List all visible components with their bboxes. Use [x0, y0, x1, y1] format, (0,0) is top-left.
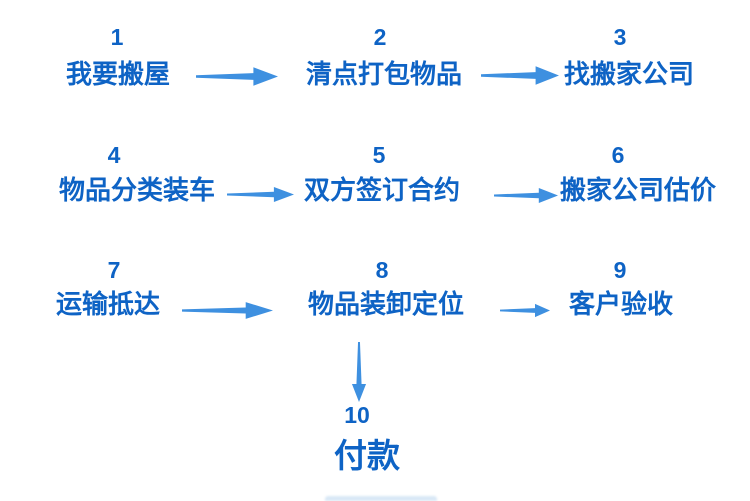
step-6-number: 6 — [611, 142, 625, 168]
step-9-label: 客户验收 — [568, 289, 673, 319]
step-10-label: 付款 — [334, 437, 400, 474]
step-3-label: 找搬家公司 — [563, 59, 694, 89]
right-arrow-icon — [227, 186, 294, 203]
step-2-number: 2 — [373, 24, 387, 50]
step-2-label: 清点打包物品 — [306, 59, 463, 89]
step-8-number: 8 — [375, 257, 389, 283]
step-10-number: 10 — [344, 402, 370, 428]
right-arrow-icon — [182, 301, 273, 320]
bottom-cutoff-artifact — [325, 496, 437, 501]
right-arrow-icon — [500, 303, 550, 318]
step-4-label: 物品分类装车 — [59, 175, 216, 205]
step-5-number: 5 — [372, 142, 386, 168]
step-7-number: 7 — [107, 257, 121, 283]
step-1-number: 1 — [110, 24, 124, 50]
down-arrow-icon — [351, 342, 367, 402]
right-arrow-icon — [481, 65, 559, 86]
step-7-label: 运输抵达 — [55, 289, 160, 319]
step-5-label: 双方签订合约 — [304, 175, 461, 205]
right-arrow-icon — [196, 66, 278, 87]
step-1-label: 我要搬屋 — [65, 59, 170, 89]
step-9-number: 9 — [613, 257, 627, 283]
step-4-number: 4 — [107, 142, 121, 168]
step-8-label: 物品装卸定位 — [308, 289, 465, 319]
step-6-label: 搬家公司估价 — [560, 175, 717, 205]
right-arrow-icon — [494, 187, 558, 204]
step-3-number: 3 — [613, 24, 627, 50]
